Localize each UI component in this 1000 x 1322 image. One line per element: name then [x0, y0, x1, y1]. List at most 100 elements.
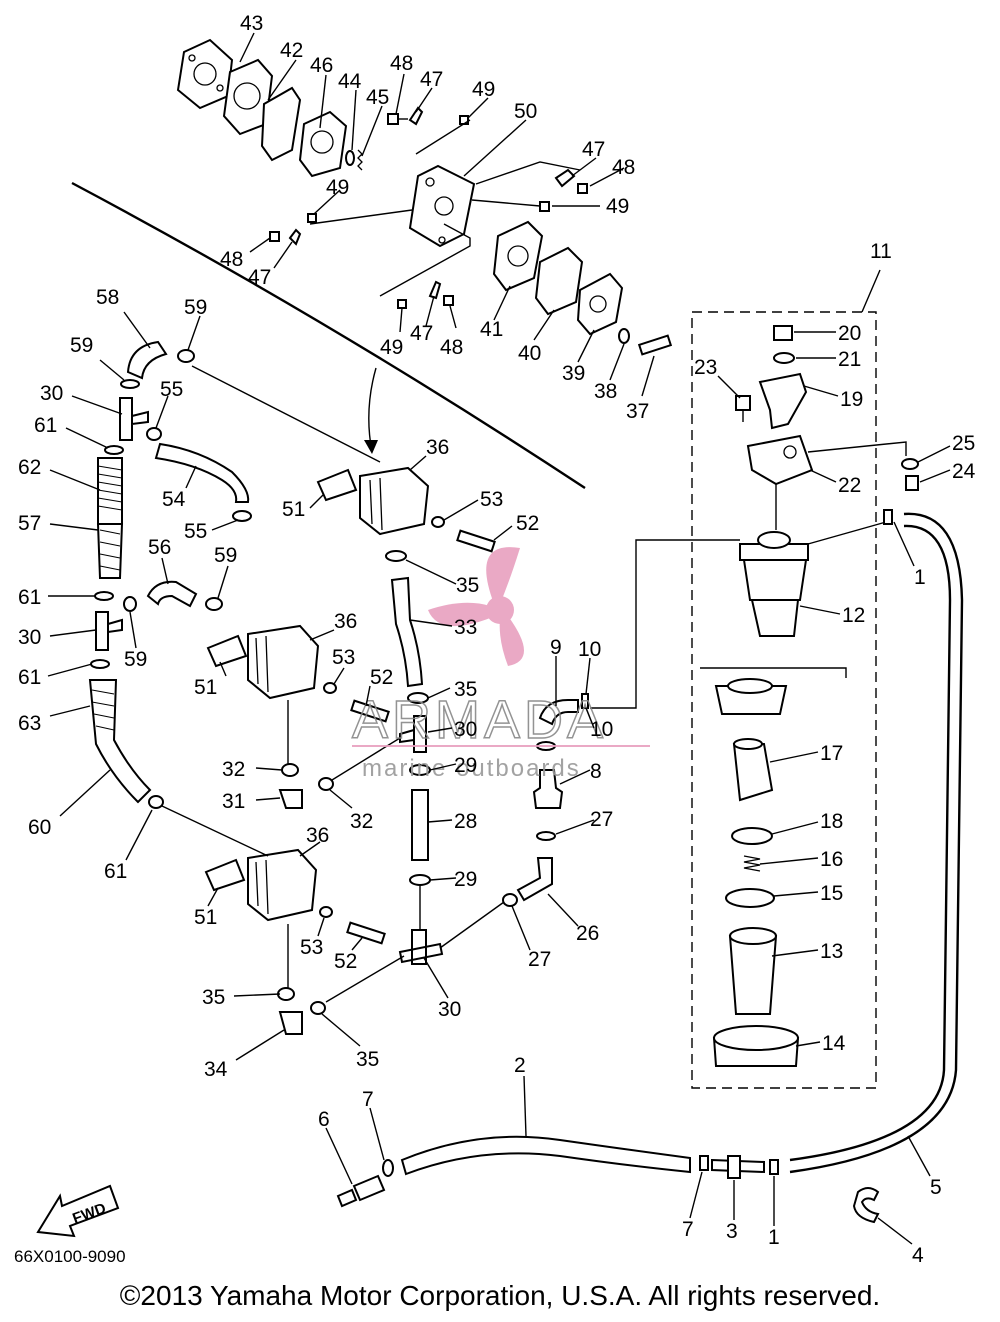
part-40-plate[interactable] — [534, 246, 584, 316]
part-61-clamp-b[interactable] — [94, 591, 114, 601]
part-61-clamp-d[interactable] — [148, 795, 164, 809]
part-22-bracket[interactable] — [746, 434, 814, 486]
part-62-sleeve[interactable] — [97, 457, 123, 525]
part-7-clamp-b[interactable] — [699, 1155, 709, 1171]
callout-10: 10 — [590, 718, 613, 741]
part-29-clamp-b[interactable] — [409, 874, 431, 886]
part-27-clamp-a[interactable] — [536, 831, 556, 841]
part-49c-nut[interactable] — [307, 213, 317, 223]
part-6-connector[interactable] — [336, 1174, 386, 1208]
part-30-joint-a[interactable] — [119, 397, 149, 441]
part-1-clip[interactable] — [883, 509, 893, 525]
part-46b-plate[interactable] — [298, 110, 348, 178]
part-61-clamp-a[interactable] — [104, 445, 124, 455]
part-36-fuel-pump-bottom[interactable] — [247, 848, 318, 922]
part-4-clip[interactable] — [852, 1187, 880, 1224]
part-33-hose[interactable] — [390, 576, 424, 688]
part-49b-nut[interactable] — [539, 201, 550, 212]
part-31-elbow[interactable] — [278, 789, 303, 809]
part-38-washer[interactable] — [618, 328, 630, 344]
part-51-gasket-middle[interactable] — [206, 634, 248, 668]
part-47d-clip[interactable] — [428, 280, 442, 300]
part-51-gasket-top[interactable] — [316, 468, 358, 502]
part-59-clamp-b[interactable] — [177, 349, 195, 363]
part-52-bolt-middle[interactable] — [350, 699, 390, 723]
part-41-gasket[interactable] — [492, 220, 544, 292]
callout-27: 27 — [590, 808, 613, 831]
part-36-fuel-pump-middle[interactable] — [247, 624, 320, 700]
part-17b-head[interactable] — [714, 678, 788, 715]
part-53-washer-bottom[interactable] — [319, 906, 333, 918]
callout-42: 42 — [280, 39, 303, 62]
part-57-hose[interactable] — [96, 523, 124, 579]
part-58-hose[interactable] — [126, 340, 168, 380]
part-5-hose[interactable] — [789, 512, 964, 1174]
part-47-clip[interactable] — [408, 106, 424, 126]
part-23-bolt[interactable] — [735, 395, 751, 422]
part-52-bolt-bottom[interactable] — [346, 921, 386, 945]
callout-29: 29 — [454, 754, 477, 777]
part-56-hose[interactable] — [146, 580, 198, 608]
part-59-clamp-c[interactable] — [123, 596, 137, 612]
part-30-joint-b[interactable] — [95, 611, 123, 651]
part-3-joint[interactable] — [711, 1155, 765, 1179]
part-46-gasket[interactable] — [260, 86, 302, 162]
part-25-washer[interactable] — [901, 458, 919, 470]
part-15-o-ring[interactable] — [725, 888, 775, 908]
part-2-hose[interactable] — [400, 1135, 691, 1176]
part-37-screw[interactable] — [637, 334, 673, 356]
part-28-hose[interactable] — [411, 789, 429, 861]
part-44-washer[interactable] — [345, 150, 355, 166]
part-36-fuel-pump-top[interactable] — [359, 466, 430, 536]
part-54-hose[interactable] — [154, 442, 250, 503]
part-55-clamp-a[interactable] — [146, 427, 162, 441]
part-26-elbow[interactable] — [516, 857, 553, 902]
part-49d-nut[interactable] — [397, 299, 407, 309]
callout-15: 15 — [820, 882, 843, 905]
part-1-clip-b[interactable] — [769, 1159, 779, 1175]
part-43-gasket-cover[interactable] — [176, 38, 234, 110]
part-10-clamp-a[interactable] — [581, 693, 589, 709]
part-27-clamp-b[interactable] — [502, 893, 518, 907]
part-9-hose[interactable] — [538, 699, 579, 726]
part-12-fuel-filter[interactable] — [739, 531, 809, 637]
part-34-elbow[interactable] — [278, 1011, 303, 1035]
part-20-screw[interactable] — [773, 325, 793, 341]
part-35-clamp-c[interactable] — [277, 987, 295, 1001]
part-61-clamp-c[interactable] — [90, 659, 110, 669]
part-48-bolt[interactable] — [387, 113, 408, 125]
part-32-clamp-a[interactable] — [281, 763, 299, 777]
part-45-spring[interactable] — [357, 149, 363, 171]
part-16-spring[interactable] — [743, 855, 761, 872]
part-63-hose[interactable] — [88, 679, 152, 804]
part-24-bolt[interactable] — [905, 475, 919, 491]
part-7-clamp-a[interactable] — [382, 1159, 394, 1177]
part-35-clamp-d[interactable] — [310, 1001, 326, 1015]
part-47c-clip[interactable] — [288, 228, 302, 246]
part-59-clamp-d[interactable] — [205, 597, 223, 611]
part-48d-bolt[interactable] — [443, 295, 454, 306]
part-50-pump-body[interactable] — [408, 164, 476, 248]
part-48b-bolt[interactable] — [577, 183, 588, 194]
part-17-element[interactable] — [732, 738, 774, 802]
part-47b-clip[interactable] — [554, 168, 576, 188]
part-52-bolt-top[interactable] — [456, 529, 496, 553]
part-53-washer-top[interactable] — [431, 516, 445, 528]
part-18-seal[interactable] — [731, 827, 773, 845]
part-39-cover[interactable] — [576, 272, 624, 336]
part-48c-bolt[interactable] — [269, 231, 280, 242]
part-55-clamp-b[interactable] — [232, 510, 252, 522]
part-19-bracket[interactable] — [758, 372, 808, 430]
part-51-gasket-bottom[interactable] — [204, 858, 246, 892]
part-14-ring-nut[interactable] — [712, 1025, 800, 1067]
part-35-clamp-a[interactable] — [385, 550, 407, 562]
part-21-washer[interactable] — [773, 352, 795, 364]
part-59-clamp-a[interactable] — [120, 379, 140, 389]
part-53-washer-middle[interactable] — [323, 682, 337, 694]
part-30-joint-d[interactable] — [398, 929, 444, 965]
part-32-clamp-b[interactable] — [318, 777, 334, 791]
part-13-bowl[interactable] — [728, 927, 778, 1015]
part-8-check-valve[interactable] — [532, 769, 564, 809]
part-30-joint-c[interactable] — [399, 715, 427, 753]
callout-32: 32 — [222, 758, 245, 781]
